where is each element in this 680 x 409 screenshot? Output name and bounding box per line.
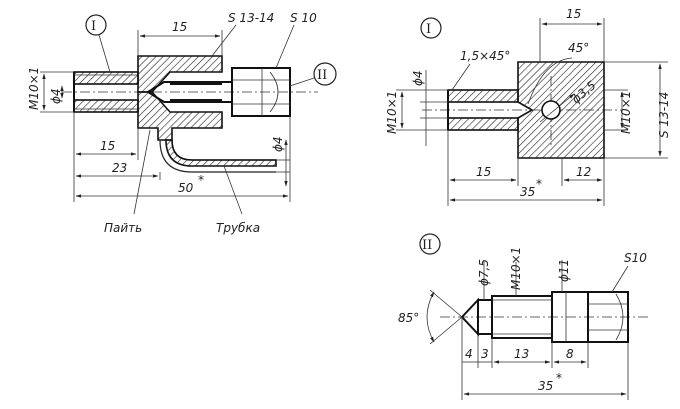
label-solder: Пайть	[104, 221, 142, 235]
callout-circle-II	[313, 62, 337, 86]
detail-I-shank-top	[447, 89, 519, 103]
dim-15-top: 15	[172, 20, 187, 34]
detail-I-thread-left: M10×1	[385, 91, 399, 134]
detail-II-hex-arc	[615, 293, 624, 341]
detail-II-view: II ϕ7,5 M10×1 ϕ11 S10 85° 4 3 13 8 35 *	[398, 233, 648, 400]
shank-lower-wall	[73, 99, 139, 113]
detail-II-hex-leader	[611, 265, 629, 293]
detail-II-callout-circle	[419, 233, 441, 255]
detail-I-dim-35-star: *	[536, 177, 542, 191]
label-s13-14: S 13-14	[228, 11, 274, 25]
detail-I-dim-35: 35	[520, 185, 535, 199]
tube-inner	[159, 139, 276, 173]
detail-I-angle-45: 45°	[568, 41, 589, 55]
detail-I-hex: S 13-14	[657, 92, 671, 138]
label-s10: S 10	[290, 11, 317, 25]
detail-II-angle-ext-2	[429, 316, 463, 345]
callout-I-leader	[98, 34, 111, 73]
label-tube: Трубка	[216, 221, 260, 235]
leader-solder	[133, 129, 151, 215]
tube-wall	[165, 139, 277, 167]
detail-II-dia-11: ϕ11	[557, 259, 571, 282]
detail-I-cross-hole	[541, 100, 561, 120]
detail-I-dim-12: 12	[576, 165, 591, 179]
detail-II-angle-arc	[426, 291, 435, 343]
dim-tube-phi4: ϕ4	[271, 136, 285, 152]
detail-I-body	[517, 61, 605, 159]
dim-bore-phi4: ϕ4	[49, 88, 63, 104]
detail-II-dia-7-5: ϕ7,5	[477, 259, 491, 286]
callout-I-text: I	[91, 19, 96, 34]
leader-tube	[223, 165, 243, 215]
detail-I-chamfer: 1,5×45°	[460, 49, 510, 63]
detail-I-callout-text: I	[426, 22, 431, 37]
body-upper-section	[137, 55, 223, 93]
detail-I-dim-15: 15	[566, 7, 581, 21]
callout-circle-I	[85, 14, 107, 36]
main-assembly-view: I II 15 S 13-14 S 10 M10×1 ϕ4 ϕ4 15	[27, 11, 337, 235]
detail-II-angle-85: 85°	[398, 311, 419, 325]
detail-II-dim-35: 35	[538, 379, 553, 393]
detail-II-thread: M10×1	[509, 247, 523, 290]
nut-hex-arc	[269, 71, 279, 113]
detail-I-thread-right: M10×1	[619, 91, 633, 134]
dim-15-bottom: 15	[100, 139, 115, 153]
detail-II-callout-text: II	[422, 238, 432, 253]
detail-I-hole-leader	[539, 93, 575, 123]
detail-II-hex: S10	[624, 251, 647, 265]
leader-s13	[211, 24, 237, 57]
dim-23: 23	[112, 161, 127, 175]
callout-II-leader	[289, 77, 315, 87]
shank-upper-wall	[73, 71, 139, 85]
detail-I-view: I 15 1,5×45° 45° M10×1 ϕ4 ϕ3,5 M10×1 S 1…	[385, 7, 671, 206]
dim-50: 50	[178, 181, 194, 195]
detail-I-callout-circle	[420, 17, 442, 39]
detail-II-dim-3: 3	[481, 347, 489, 361]
dim-50-star: *	[198, 173, 204, 187]
detail-II-dim-4: 4	[465, 347, 473, 361]
detail-II-dim-8: 8	[566, 347, 574, 361]
detail-I-angle-arc	[527, 57, 573, 105]
callout-II-text: II	[317, 68, 327, 83]
leader-s10	[275, 24, 295, 69]
detail-I-dim-15b: 15	[476, 165, 491, 179]
detail-II-hex-s10	[587, 291, 629, 343]
detail-I-shank-bottom	[447, 117, 519, 131]
detail-I-bore: ϕ4	[411, 70, 425, 86]
tube-outer	[171, 139, 276, 161]
dim-thread-m10: M10×1	[27, 67, 41, 110]
detail-II-angle-ext-1	[429, 289, 463, 318]
nut-s10	[231, 67, 291, 117]
detail-II-dim-13: 13	[514, 347, 529, 361]
detail-I-chamfer-leader	[451, 63, 471, 91]
detail-II-dim-35-star: *	[556, 371, 562, 385]
body-lower-section	[137, 91, 223, 141]
